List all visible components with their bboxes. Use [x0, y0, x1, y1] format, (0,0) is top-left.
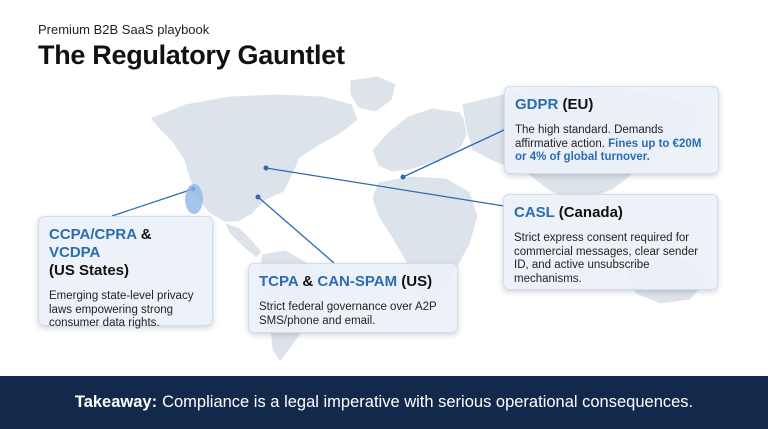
card-tcpa-title-a: TCPA [259, 273, 299, 290]
card-ccpa-title-a: CCPA/CPRA [49, 226, 137, 243]
card-gdpr-body: The high standard. Demands affirmative a… [515, 124, 708, 165]
card-gdpr: GDPR (EU) The high standard. Demands aff… [504, 86, 719, 174]
card-gdpr-body-text: The high standard. Demands affirmative a… [515, 124, 664, 150]
card-casl-title-b: (Canada) [558, 204, 623, 221]
card-ccpa: CCPA/CPRA & VCDPA(US States) Emerging st… [38, 216, 213, 329]
card-tcpa-title-c: (US) [401, 273, 433, 290]
card-ccpa-title: CCPA/CPRA & VCDPA(US States) [49, 226, 202, 280]
card-gdpr-title-a: GDPR [515, 96, 559, 113]
north-america-shape [149, 93, 359, 223]
page-title: The Regulatory Gauntlet [38, 40, 345, 70]
marker-canada [263, 165, 269, 171]
connector-ccpa [111, 188, 194, 217]
connector-gdpr [402, 129, 505, 178]
greenland-shape [349, 75, 397, 113]
connector-tcpa [257, 196, 335, 264]
card-gdpr-title: GDPR (EU) [515, 96, 708, 114]
europe-shape [371, 107, 471, 173]
central-america-shape [222, 221, 263, 259]
card-tcpa: TCPA & CAN-SPAM (US) Strict federal gove… [248, 263, 458, 333]
card-casl-title-a: CASL [514, 204, 555, 221]
us-west-highlight [185, 184, 203, 214]
card-gdpr-title-b: (EU) [562, 96, 594, 113]
marker-us [255, 194, 261, 200]
card-tcpa-amp: & [302, 273, 314, 290]
card-ccpa-body: Emerging state-level privacy laws empowe… [49, 290, 194, 329]
card-ccpa-title-b: VCDPA [49, 244, 101, 261]
kicker-text: Premium B2B SaaS playbook [38, 22, 210, 37]
connector-casl [265, 167, 505, 207]
card-ccpa-title-c: (US States) [49, 262, 130, 279]
takeaway-banner: Takeaway:Compliance is a legal imperativ… [0, 376, 768, 429]
takeaway-text: Compliance is a legal imperative with se… [162, 393, 694, 411]
card-tcpa-body: Strict federal governance over A2P SMS/p… [259, 301, 437, 327]
card-ccpa-amp: & [140, 226, 152, 243]
card-casl-title: CASL (Canada) [514, 204, 707, 222]
card-casl-body: Strict express consent required for comm… [514, 232, 699, 285]
card-tcpa-title-b: CAN-SPAM [317, 273, 398, 290]
card-tcpa-title: TCPA & CAN-SPAM (US) [259, 273, 447, 291]
takeaway-label: Takeaway: [74, 393, 158, 411]
card-casl: CASL (Canada) Strict express consent req… [503, 194, 718, 290]
card-gdpr-highlight: Fines up to €20M or 4% of global turnove… [515, 137, 702, 164]
marker-eu [400, 174, 406, 180]
